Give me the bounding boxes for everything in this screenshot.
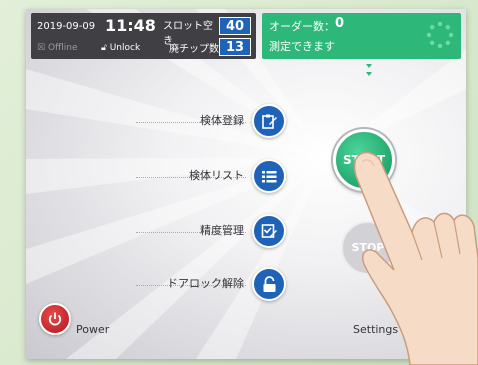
checklist-edit-icon <box>261 224 277 238</box>
menu-item-label: 検体登録 <box>200 114 244 127</box>
menu-leader-line <box>136 122 246 123</box>
menu-item-quality-control[interactable]: 精度管理 <box>136 214 286 248</box>
list-icon <box>262 171 277 183</box>
touch-screen: 2019-09-09 11:48 ☒ Offline 🔓︎ Unlock スロッ… <box>26 9 466 359</box>
menu-item-label: 精度管理 <box>200 224 244 237</box>
power-button[interactable] <box>39 303 71 335</box>
status-bar: 2019-09-09 11:48 ☒ Offline 🔓︎ Unlock スロッ… <box>31 13 256 59</box>
padlock-open-icon <box>263 276 276 292</box>
pointing-hand-image <box>353 151 478 365</box>
order-panel: オーダー数： 0 測定できます <box>262 13 461 59</box>
date-text: 2019-09-09 <box>37 21 96 32</box>
measurement-status: 測定できます <box>269 40 335 53</box>
unlock-label: Unlock <box>109 43 141 53</box>
menu-item-label: 検体リスト <box>189 169 244 182</box>
network-icon: ☒ <box>37 43 46 53</box>
quality-control-button[interactable] <box>252 214 286 248</box>
menu-item-label: ドアロック解除 <box>167 277 244 290</box>
menu-item-sample-list[interactable]: 検体リスト <box>136 159 286 193</box>
waste-tips-label: 廃チップ数 <box>169 44 219 55</box>
door-unlock-button[interactable] <box>252 267 286 301</box>
order-count-label: オーダー数： <box>269 20 335 33</box>
loading-spinner-icon <box>426 21 454 49</box>
waste-tips-value: 13 <box>219 38 251 56</box>
menu-item-sample-registration[interactable]: 検体登録 <box>136 104 286 138</box>
unlock-indicator: 🔓︎ Unlock <box>101 43 140 53</box>
edit-clipboard-icon <box>262 114 277 129</box>
settings-button[interactable]: Settings <box>353 323 399 336</box>
order-count-value: 0 <box>335 16 345 31</box>
sample-registration-button[interactable] <box>252 104 286 138</box>
offline-indicator: ☒ Offline <box>37 43 77 53</box>
slots-value: 40 <box>219 17 251 35</box>
power-label: Power <box>76 323 110 336</box>
menu-leader-line <box>136 177 246 178</box>
sample-list-button[interactable] <box>252 159 286 193</box>
menu-leader-line <box>136 285 246 286</box>
menu-leader-line <box>136 232 246 233</box>
slots-label: スロット空き <box>163 21 213 47</box>
time-text: 11:48 <box>105 16 156 35</box>
offline-label: Offline <box>47 43 78 53</box>
unlock-icon: 🔓︎ <box>101 43 107 53</box>
scroll-down-icon <box>366 64 372 76</box>
menu-item-door-unlock[interactable]: ドアロック解除 <box>136 267 286 301</box>
power-icon <box>48 312 62 326</box>
